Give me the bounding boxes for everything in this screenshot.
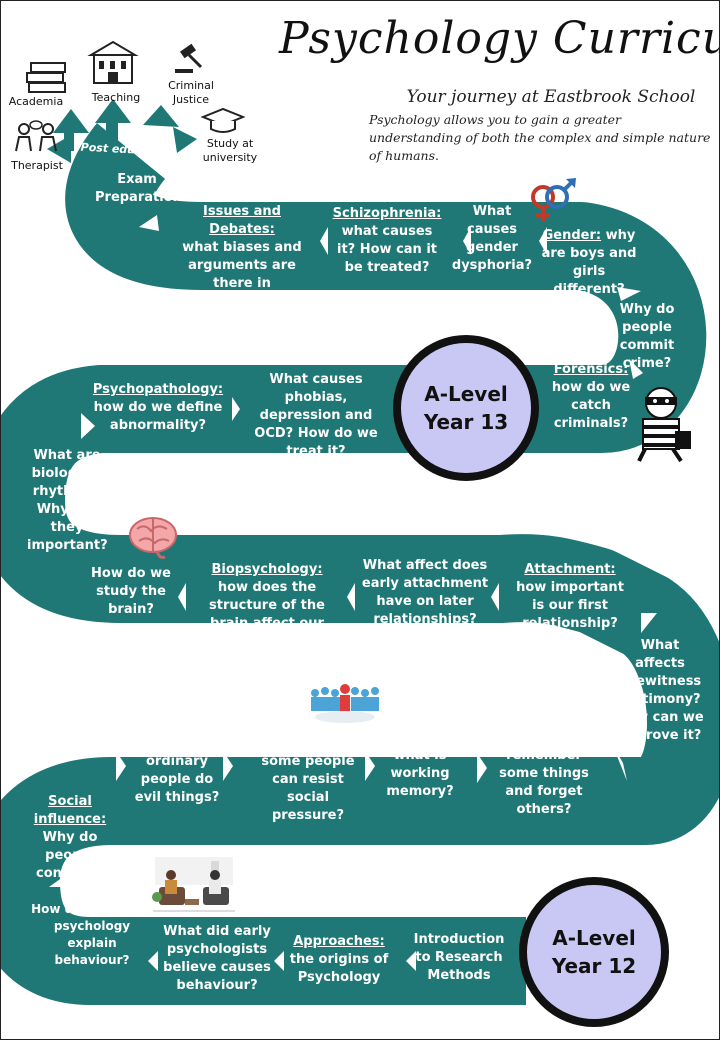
arrow bbox=[116, 751, 126, 781]
step-remember-forget: Why do we remember some things and forge… bbox=[499, 730, 589, 817]
step-biopsychology: Biopsychology: how does the structure of… bbox=[209, 562, 325, 649]
arrow bbox=[274, 951, 284, 971]
arrow bbox=[178, 583, 186, 611]
step-early-attachment: What affect does early attachment have o… bbox=[361, 558, 489, 627]
arrow bbox=[539, 227, 547, 255]
step-exam-preparation: Exam Preparation bbox=[95, 172, 182, 205]
step-resist-social-pressure: How is it some people can resist social … bbox=[261, 736, 355, 823]
post-education-arrows bbox=[47, 99, 197, 163]
brain-icon bbox=[127, 515, 179, 563]
therapy-session-icon bbox=[149, 853, 239, 919]
arrow bbox=[148, 951, 158, 971]
page-subtitle: Your journey at Eastbrook School bbox=[406, 87, 696, 107]
arrow bbox=[139, 215, 159, 231]
step-psychopathology: Psychopathology:how do we define abnorma… bbox=[92, 382, 224, 433]
destination-criminal-justice: Criminal Justice bbox=[168, 79, 214, 106]
arrow bbox=[463, 227, 471, 255]
arrow bbox=[617, 287, 641, 301]
step-phobias: What causes phobias, depression and OCD?… bbox=[254, 372, 378, 459]
page-title: Psychology Curriculum bbox=[279, 13, 719, 64]
arrow bbox=[347, 583, 355, 611]
step-gender: Gender: why are boys and girls different… bbox=[541, 228, 637, 297]
arrow bbox=[629, 359, 643, 379]
gender-symbols-icon bbox=[525, 177, 579, 229]
step-ordinary-people-evil: Why do ordinary people do evil things? bbox=[134, 736, 220, 805]
step-gender-dysphoria: What causes gender dysphoria? bbox=[451, 204, 533, 273]
burglar-icon bbox=[629, 383, 695, 467]
intro-text: Psychology allows you to gain a greater … bbox=[369, 112, 711, 163]
road-path bbox=[1, 123, 719, 1005]
arrow bbox=[491, 583, 499, 611]
step-early-psychologists: What did early psychologists believe cau… bbox=[163, 924, 271, 993]
step-research-methods: Introduction to Research Methods bbox=[413, 932, 505, 983]
crowd-icon bbox=[309, 683, 381, 727]
arrow bbox=[320, 227, 328, 255]
step-forensics: Forensics:how do we catch criminals? bbox=[551, 362, 631, 431]
graduation-cap-icon bbox=[200, 107, 246, 139]
year-13-milestone: A-Level Year 13 bbox=[393, 335, 539, 481]
arrow bbox=[365, 751, 375, 781]
step-study-the-brain: How do we study the brain? bbox=[91, 566, 171, 617]
school-building-icon bbox=[87, 39, 139, 91]
step-attachment: Attachment: how important is our first r… bbox=[516, 562, 624, 631]
step-modern-psychology: How does modern psychology explain behav… bbox=[31, 902, 153, 967]
step-memory: Memory:what is working memory? bbox=[386, 730, 454, 799]
destination-academia: Academia bbox=[8, 95, 64, 108]
therapist-icon bbox=[13, 119, 59, 159]
step-issues-and-debates: Issues and Debates:what biases and argum… bbox=[182, 204, 302, 309]
step-schizophrenia: Schizophrenia:what causes it? How can it… bbox=[332, 206, 442, 275]
step-eyewitness-testimony: What affects eyewitness testimony? How c… bbox=[616, 638, 704, 743]
arrow bbox=[223, 751, 233, 781]
destination-study-at-university: Study at university bbox=[202, 137, 258, 164]
step-approaches: Approaches:the origins of Psychology bbox=[289, 934, 389, 985]
arrow bbox=[232, 397, 240, 421]
step-biological-rhythms: What are biological rhythms? Why are the… bbox=[27, 448, 108, 553]
arrow bbox=[613, 746, 627, 781]
arrow bbox=[81, 413, 95, 439]
path-arrows bbox=[49, 215, 657, 971]
year-12-milestone: A-Level Year 12 bbox=[519, 877, 669, 1027]
arrow bbox=[641, 613, 657, 633]
gavel-icon bbox=[173, 43, 207, 79]
arrow bbox=[477, 753, 487, 783]
books-icon bbox=[25, 61, 69, 99]
destination-therapist: Therapist bbox=[11, 159, 63, 172]
step-social-influence: Social influence: Why do people conform? bbox=[33, 794, 107, 881]
arrow bbox=[406, 951, 416, 971]
destination-teaching: Teaching bbox=[91, 91, 141, 104]
step-why-commit-crime: Why do people commit crime? bbox=[619, 302, 675, 371]
arrow bbox=[49, 877, 77, 887]
